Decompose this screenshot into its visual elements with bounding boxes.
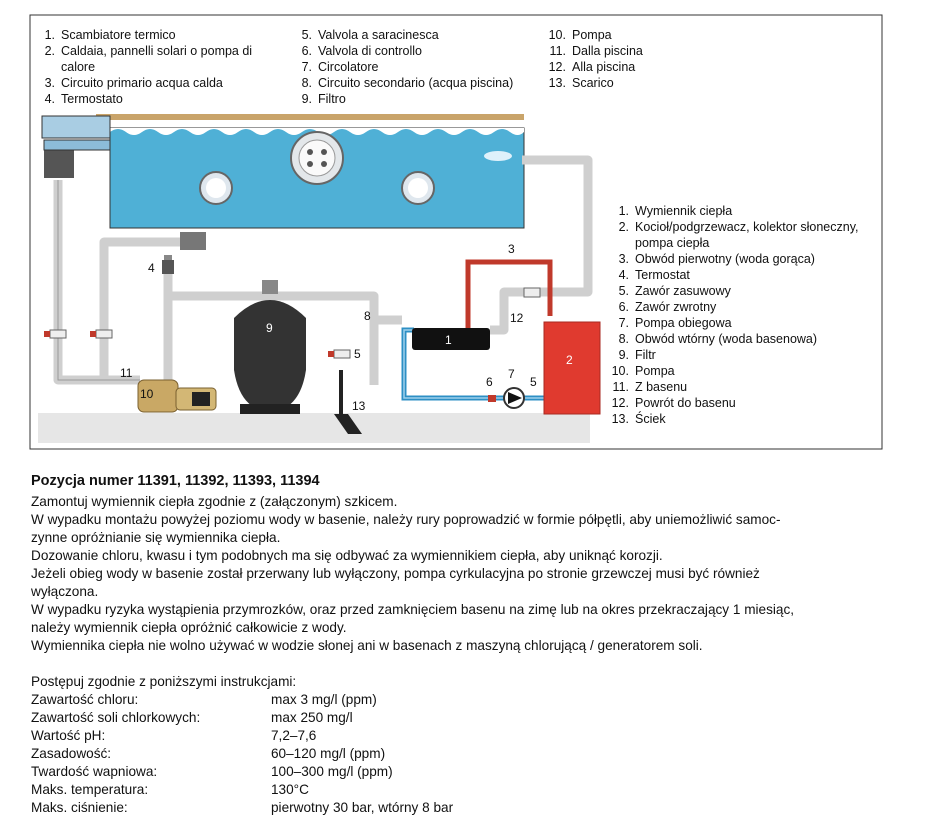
legend-item: 8.Obwód wtórny (woda basenowa): [618, 332, 818, 346]
boiler: [543, 321, 601, 415]
label-9: 9: [266, 321, 273, 335]
legend-item: 7.Pompa obiegowa: [618, 316, 732, 330]
spec-row: Twardość wapniowa:100–300 mg/l (ppm): [31, 764, 393, 779]
legend-item: 12.Alla piscina: [548, 60, 636, 74]
label-10: 10: [140, 387, 154, 401]
legend-item: 13.Ściek: [611, 412, 666, 426]
legend-item-continuation: calore: [61, 60, 96, 74]
legend-item: 3.Circuito primario acqua calda: [44, 76, 223, 90]
instruction-line: W wypadku ryzyka wystąpienia przymrozków…: [31, 602, 795, 617]
skimmer: [41, 115, 111, 139]
legend-item: 7.Circolatore: [301, 60, 379, 74]
instruction-line: W wypadku montażu powyżej poziomu wody w…: [31, 512, 781, 527]
instruction-line: Zamontuj wymiennik ciepła zgodnie z (zał…: [31, 494, 398, 509]
spec-row: Zawartość soli chlorkowych:max 250 mg/l: [31, 710, 353, 725]
sand-filter: [234, 280, 306, 414]
skimmer-basket: [44, 150, 74, 178]
pool-surface: [110, 128, 524, 135]
instructions-text: Zamontuj wymiennik ciepła zgodnie z (zał…: [31, 493, 891, 655]
instruction-line: Wymiennika ciepła nie wolno używać w wod…: [31, 638, 703, 653]
drain-outlet: [334, 414, 362, 434]
legend-item: 9.Filtr: [618, 348, 656, 362]
legend-item: 4.Termostato: [44, 92, 123, 106]
legend-item: 5.Zawór zasuwowy: [618, 284, 731, 298]
spec-row: Maks. ciśnienie:pierwotny 30 bar, wtórny…: [31, 800, 454, 815]
legend-item: 6.Valvola di controllo: [301, 44, 422, 58]
legend-item: 10.Pompa: [548, 28, 612, 42]
instruction-line: Jeżeli obieg wody w basenie został przer…: [31, 566, 760, 581]
primary-hot-pipe: [465, 259, 553, 330]
label-7: 7: [508, 367, 515, 381]
spec-row: Zasadowość:60–120 mg/l (ppm): [31, 746, 386, 761]
legend-item: 2.Caldaia, pannelli solari o pompa di: [44, 44, 253, 58]
heat-exchanger-installation-diagram: 1 2 3 4 5 5 6 7 8 9 10 11 12 13: [29, 14, 883, 450]
label-4: 4: [148, 261, 155, 275]
label-6: 6: [486, 375, 493, 389]
section-title: Pozycja numer 11391, 11392, 11393, 11394: [31, 473, 320, 489]
legend-italian-col2: 5.Valvola a saracinesca 6.Valvola di con…: [294, 27, 514, 107]
instruction-line: zynne opróżnianie się wymiennika ciepła.: [31, 530, 281, 545]
legend-polish: 1.Wymiennik ciepła 2.Kocioł/podgrzewacz,…: [603, 203, 859, 427]
label-8: 8: [364, 309, 371, 323]
gate-valves: [44, 287, 541, 359]
instruction-line: Dozowanie chloru, kwasu i tym podobnych …: [31, 548, 663, 563]
spec-row: Maks. temperatura:130°C: [31, 782, 309, 797]
legend-item: 1.Scambiatore termico: [44, 28, 176, 42]
label-5a: 5: [354, 347, 361, 361]
return-jet-spray: [484, 151, 512, 161]
instruction-line: wyłączona.: [31, 584, 99, 599]
legend-item: 9.Filtro: [301, 92, 346, 106]
label-1: 1: [445, 333, 452, 347]
legend-italian-col1: 1.Scambiatore termico 2.Caldaia, pannell…: [37, 27, 253, 107]
legend-item: 4.Termostat: [618, 268, 690, 282]
legend-item: 13.Scarico: [548, 76, 614, 90]
instruction-line: należy wymiennik ciepła opróżnić całkowi…: [31, 620, 347, 635]
legend-item: 6.Zawór zwrotny: [618, 300, 717, 314]
label-2: 2: [566, 353, 573, 367]
legend-italian-col3: 10.Pompa 11.Dalla piscina 12.Alla piscin…: [540, 27, 643, 91]
ground: [38, 413, 590, 443]
legend-item: 3.Obwód pierwotny (woda gorąca): [618, 252, 815, 266]
heat-exchanger: [412, 328, 490, 350]
legend-item: 12.Powrót do basenu: [611, 396, 736, 410]
legend-item: 11.Z basenu: [612, 380, 688, 394]
legend-item: 1.Wymiennik ciepła: [618, 204, 733, 218]
label-5b: 5: [530, 375, 537, 389]
pool-deck: [96, 114, 524, 120]
label-12: 12: [510, 311, 524, 325]
thermostat: [162, 260, 174, 274]
spec-row: Zawartość chloru:max 3 mg/l (ppm): [31, 692, 377, 707]
label-13: 13: [352, 399, 366, 413]
legend-item: 11.Dalla piscina: [549, 44, 643, 58]
spec-table: Zawartość chloru:max 3 mg/l (ppm) Zawart…: [31, 691, 453, 817]
spec-row: Wartość pH:7,2–7,6: [31, 728, 317, 743]
legend-item: 2.Kocioł/podgrzewacz, kolektor słoneczny…: [618, 220, 859, 234]
label-11: 11: [120, 366, 133, 380]
legend-item: 5.Valvola a saracinesca: [301, 28, 439, 42]
legend-item: 8.Circuito secondario (acqua piscina): [301, 76, 514, 90]
legend-item: 10.Pompa: [611, 364, 675, 378]
label-3: 3: [508, 242, 515, 256]
pool-pump: [137, 379, 217, 413]
legend-item-continuation: pompa ciepła: [635, 236, 710, 250]
spec-intro: Postępuj zgodnie z poniższymi instrukcja…: [31, 674, 297, 689]
